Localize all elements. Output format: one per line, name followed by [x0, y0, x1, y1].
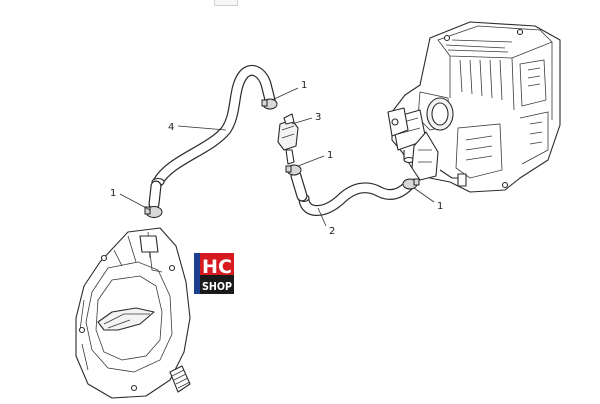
toolbar-tab — [214, 0, 238, 6]
leader-lines — [119, 87, 435, 227]
clamp-top — [261, 98, 278, 110]
hose-clamps — [144, 98, 420, 218]
callout-clamp-left: 1 — [110, 188, 116, 199]
hc-shop-logo: HC SHOP — [194, 253, 234, 294]
breather-valve-3 — [277, 113, 299, 165]
clamp-left — [144, 206, 163, 218]
callout-hose-2: 2 — [329, 226, 335, 237]
logo-hc-text: HC — [202, 256, 232, 278]
callout-clamp-top: 1 — [301, 80, 307, 91]
logo-side-stripe — [194, 253, 200, 294]
callout-valve-3: 3 — [315, 112, 321, 123]
engine-cover — [75, 227, 191, 399]
breather-hose-4 — [148, 64, 276, 210]
breather-hose-2 — [290, 170, 414, 216]
logo-top-block — [200, 253, 234, 275]
callouts: 4 1 3 1 1 2 1 — [110, 80, 443, 237]
callout-clamp-mid: 1 — [327, 150, 333, 161]
clamp-mid — [285, 164, 302, 176]
air-box — [387, 21, 561, 193]
callout-hose-4: 4 — [168, 122, 174, 133]
logo-shop-text: SHOP — [202, 280, 232, 293]
clamp-right — [402, 178, 420, 190]
logo-bottom-block — [200, 275, 234, 294]
callout-clamp-right: 1 — [437, 201, 443, 212]
